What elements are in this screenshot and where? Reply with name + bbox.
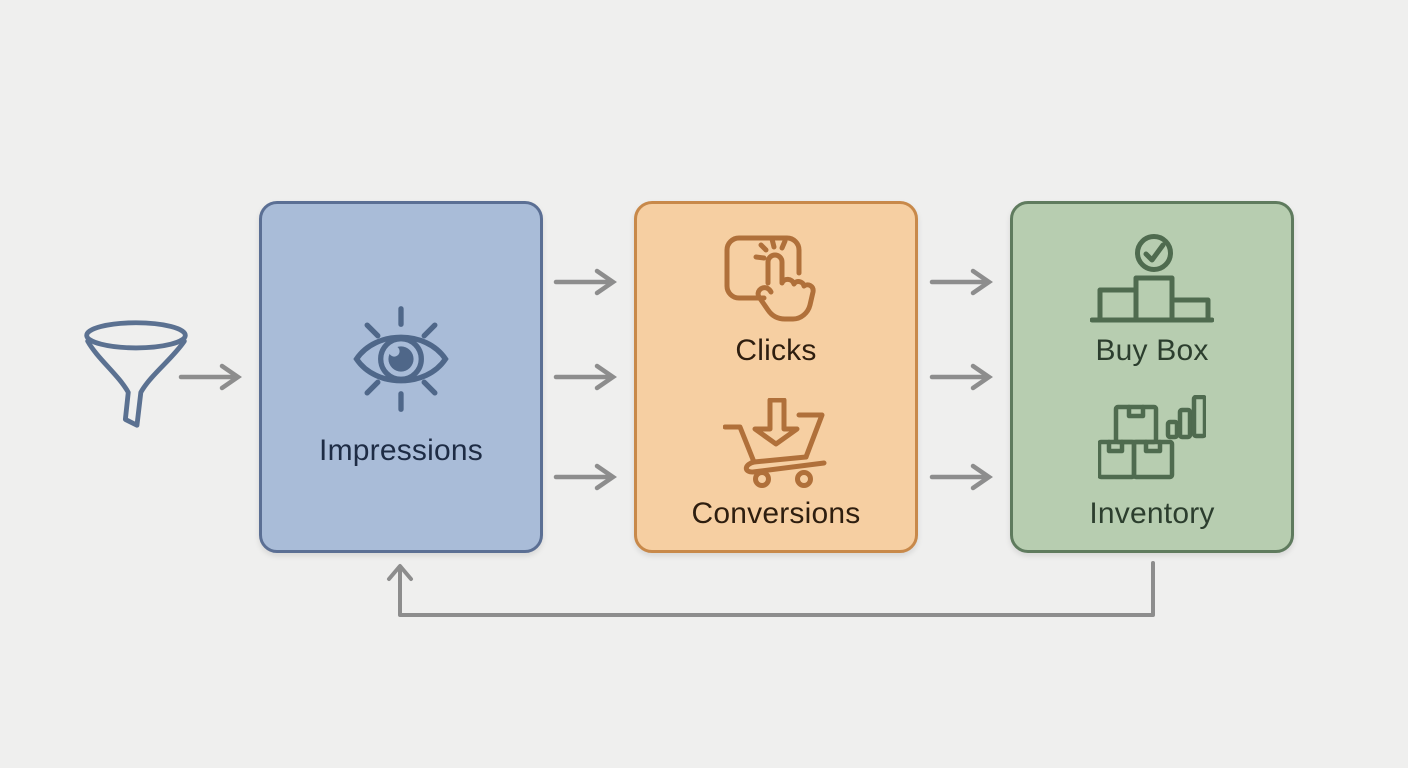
stage-label: Inventory	[1089, 497, 1215, 530]
tap-click-icon	[724, 235, 816, 322]
arrow-right-icon	[929, 463, 993, 491]
stage-label: Buy Box	[1095, 334, 1209, 367]
funnel-icon	[84, 320, 188, 428]
stage-label: Clicks	[735, 334, 817, 367]
stage-engagement: Clicks Conversions	[634, 201, 918, 553]
podium-check-icon	[1090, 234, 1214, 323]
arrow-right-icon	[553, 268, 617, 296]
stage-label: Impressions	[319, 434, 483, 467]
arrow-right-icon	[553, 363, 617, 391]
arrow-right-icon	[553, 463, 617, 491]
arrow-right-icon	[178, 363, 242, 391]
cart-download-icon	[723, 398, 827, 488]
arrow-right-icon	[929, 363, 993, 391]
stage-outcomes: Buy Box Inventory	[1010, 201, 1294, 553]
stage-label: Conversions	[691, 497, 861, 530]
inventory-boxes-icon	[1098, 395, 1206, 480]
arrow-right-icon	[929, 268, 993, 296]
feedback-loop-arrow	[387, 561, 1155, 617]
stage-impressions: Impressions	[259, 201, 543, 553]
eye-icon	[353, 306, 449, 412]
